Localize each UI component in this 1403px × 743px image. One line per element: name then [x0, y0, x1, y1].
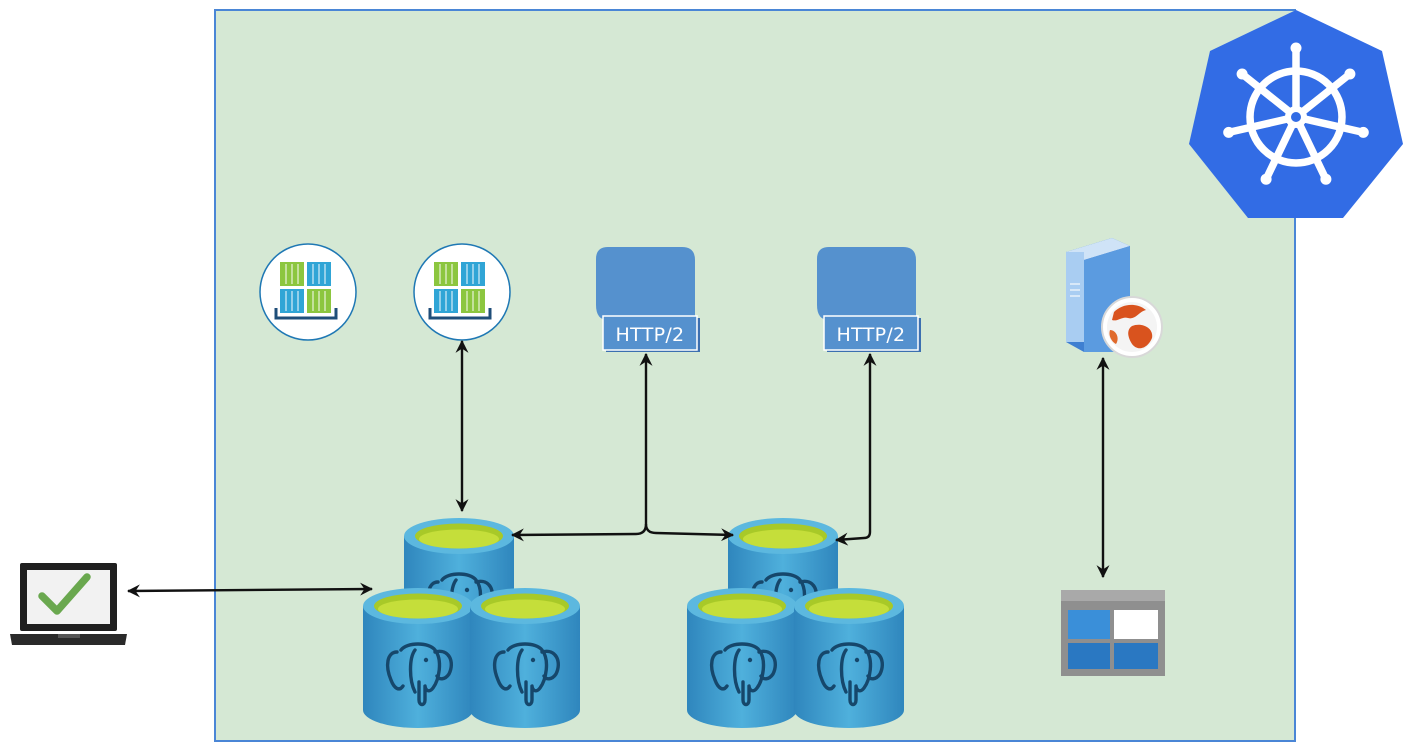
http2-service-icon[interactable]: HTTP/2	[596, 247, 700, 352]
dashboard-window-icon[interactable]	[1061, 590, 1165, 676]
postgresql-database-icon	[468, 586, 582, 730]
connector-http1-db2	[644, 523, 735, 542]
connector-laptop-db1	[126, 582, 374, 598]
postgresql-database-icon	[361, 586, 475, 730]
laptop-check-icon[interactable]	[10, 563, 127, 645]
connector-http2-db2	[834, 352, 877, 546]
kubernetes-helm-wheel-icon	[1189, 10, 1403, 218]
postgresql-database-icon	[685, 586, 799, 730]
web-server-globe-icon[interactable]	[1066, 238, 1163, 358]
container-registry-icon[interactable]	[413, 243, 511, 341]
http2-label: HTTP/2	[837, 324, 906, 346]
postgresql-database-icon	[792, 586, 906, 730]
http2-label: HTTP/2	[616, 324, 685, 346]
container-registry-icon[interactable]	[259, 243, 357, 341]
http2-service-icon[interactable]: HTTP/2	[817, 247, 921, 352]
